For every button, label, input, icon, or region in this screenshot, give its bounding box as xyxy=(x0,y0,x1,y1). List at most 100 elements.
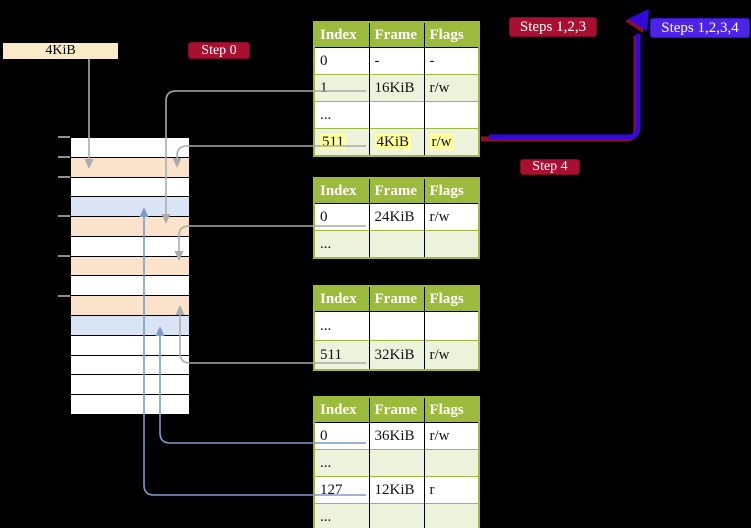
cell-value: 0 xyxy=(320,52,328,69)
page-table-header-cell: Flags xyxy=(423,397,479,423)
page-table-header-cell: Index xyxy=(314,397,369,423)
cell-value: 1 xyxy=(320,79,328,96)
page-table-header-cell: Frame xyxy=(368,397,424,423)
page-table-cell: r/w xyxy=(423,74,479,102)
memory-cell-blue xyxy=(71,196,189,217)
cell-value: 24KiB xyxy=(374,208,415,225)
page-table-cell xyxy=(368,101,424,129)
page-table-row: 0 24KiB r/w xyxy=(314,203,479,231)
page-table-cell: - xyxy=(368,47,424,75)
step0-badge: Step 0 xyxy=(188,42,250,59)
page-table-cell xyxy=(368,230,424,258)
cell-value: ... xyxy=(320,317,332,334)
page-table-cell: ... xyxy=(314,101,369,129)
cell-value: 36KiB xyxy=(374,427,415,444)
page-table-header-cell: Flags xyxy=(423,286,479,312)
page-table-cell: ... xyxy=(314,449,369,477)
page-table-cell: r/w xyxy=(423,128,479,156)
memory-cell-white xyxy=(71,334,189,355)
cell-value: - xyxy=(374,52,380,69)
cell-value: ... xyxy=(320,454,332,471)
page-table-cell: 127 xyxy=(314,476,369,504)
page-table-cell: 4KiB xyxy=(368,128,424,156)
page-table-cell: r/w xyxy=(423,340,479,370)
page-table-header-cell: Frame xyxy=(368,286,424,312)
cell-value: 127 xyxy=(320,481,343,498)
page-table-row: 0 36KiB r/w xyxy=(314,422,479,450)
steps123-badge: Steps 1,2,3 xyxy=(509,17,597,37)
page-table-row: ... xyxy=(314,311,479,341)
page-table-cell: ... xyxy=(314,230,369,258)
address-tick-marks xyxy=(58,136,70,297)
memory-cell-white xyxy=(71,354,189,375)
memory-cell-white xyxy=(71,235,189,256)
cell-value: 0 xyxy=(320,208,328,225)
highlighted-cell-value: 4KiB xyxy=(374,133,412,150)
page-table-cell xyxy=(423,503,479,528)
memory-cell-peach xyxy=(71,295,189,316)
memory-cell-peach xyxy=(71,156,189,177)
page-table-cell xyxy=(368,449,424,477)
page-table-cell xyxy=(368,503,424,528)
page-table-cell: 36KiB xyxy=(368,422,424,450)
step4-badge: Step 4 xyxy=(520,159,580,175)
highlighted-cell-value: r/w xyxy=(429,133,454,150)
page-table-header-cell: Flags xyxy=(423,178,479,204)
cell-value: 0 xyxy=(320,427,328,444)
page-table-cell: 0 xyxy=(314,203,369,231)
page-table-cell: - xyxy=(423,47,479,75)
page-table-cell xyxy=(368,311,424,341)
page-table-row: 0 - - xyxy=(314,47,479,75)
cell-value: ... xyxy=(320,235,332,252)
cell-value: ... xyxy=(320,508,332,525)
page-table-header-cell: Frame xyxy=(368,178,424,204)
physical-memory-stack xyxy=(70,137,190,415)
cell-value: r/w xyxy=(429,79,450,96)
page-table-cell: 32KiB xyxy=(368,340,424,370)
page-table-cell: 16KiB xyxy=(368,74,424,102)
page-table-cell xyxy=(423,101,479,129)
page-table-cell xyxy=(423,230,479,258)
memory-cell-peach xyxy=(71,255,189,276)
cell-value: 511 xyxy=(320,346,342,363)
page-table-header-cell: Index xyxy=(314,178,369,204)
cell-value: r xyxy=(429,481,435,498)
cell-value: r/w xyxy=(429,208,450,225)
page-table-cell: ... xyxy=(314,503,369,528)
page-table-row: ... xyxy=(314,230,479,258)
page-table-cell: ... xyxy=(314,311,369,341)
cell-value: - xyxy=(429,52,435,69)
page-table-cell: r/w xyxy=(423,203,479,231)
page-table-cell xyxy=(423,311,479,341)
page-table-row: ... xyxy=(314,503,479,528)
memory-cell-white xyxy=(71,374,189,395)
page-table-cell: 0 xyxy=(314,422,369,450)
page-table-cell: 0 xyxy=(314,47,369,75)
page-table-row: ... xyxy=(314,101,479,129)
page-table-cell: r/w xyxy=(423,422,479,450)
memory-cell-white xyxy=(71,275,189,296)
cell-value: 16KiB xyxy=(374,79,415,96)
page-table-header-cell: Index xyxy=(314,22,369,48)
page-table-cell: r xyxy=(423,476,479,504)
page-table-header-cell: Frame xyxy=(368,22,424,48)
page-table-row: 1 16KiB r/w xyxy=(314,74,479,102)
page-table-cell: 24KiB xyxy=(368,203,424,231)
page-table-row: 511 32KiB r/w xyxy=(314,340,479,370)
page-table-row: 127 12KiB r xyxy=(314,476,479,504)
cell-value: r/w xyxy=(429,346,450,363)
steps1234-badge: Steps 1,2,3,4 xyxy=(650,18,750,38)
page-table-header-cell: Flags xyxy=(423,22,479,48)
memory-cell-white xyxy=(71,176,189,197)
page-table-cell: 12KiB xyxy=(368,476,424,504)
